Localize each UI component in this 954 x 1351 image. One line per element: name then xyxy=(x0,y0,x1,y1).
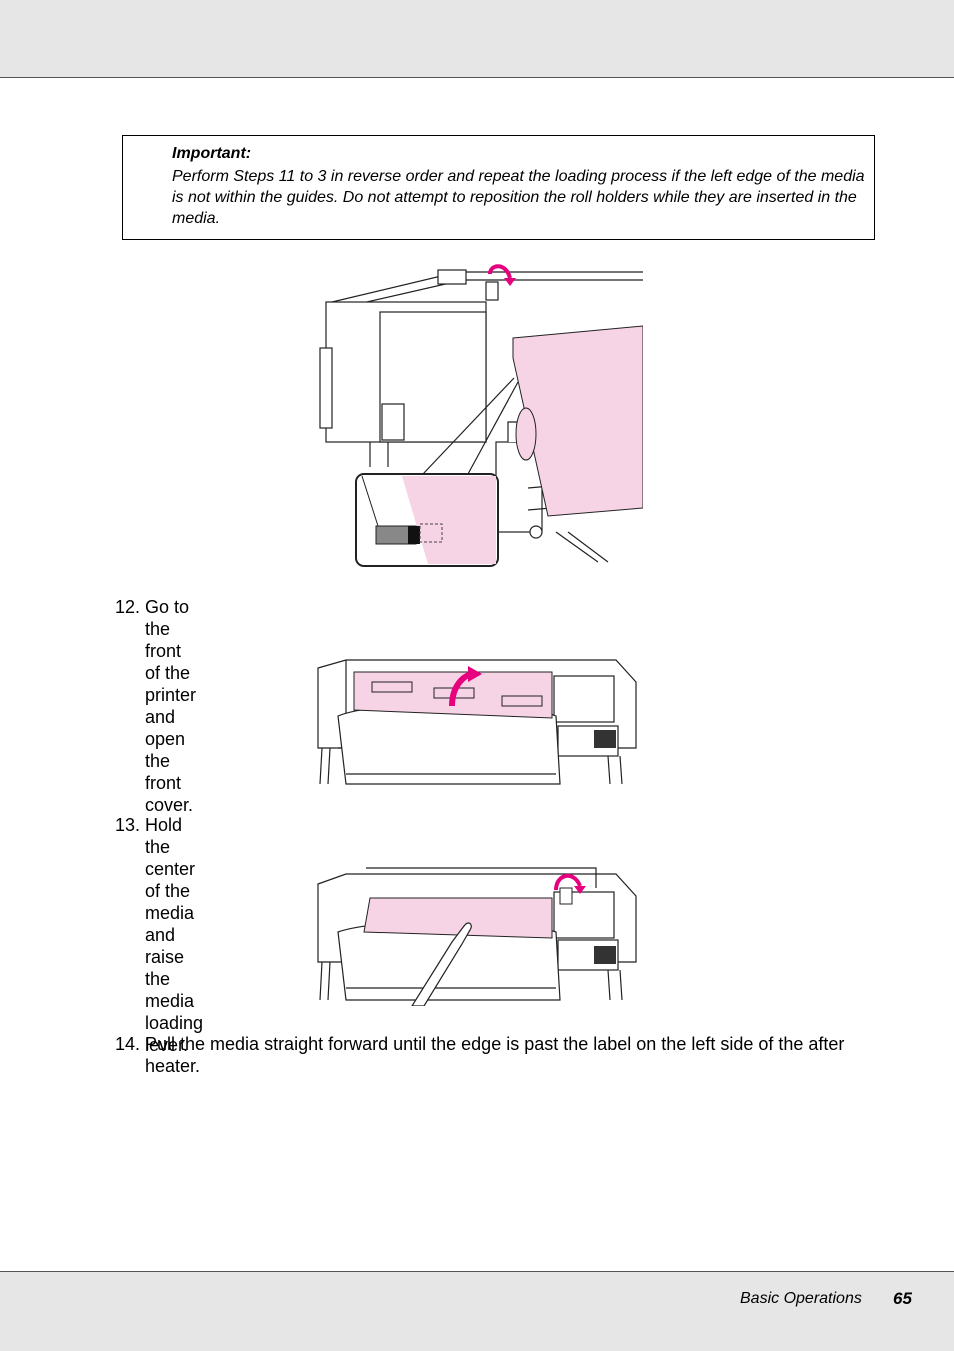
footer-band xyxy=(0,1271,954,1351)
step-14: 14. Pull the media straight forward unti… xyxy=(115,1033,885,1079)
step-number: 12. xyxy=(115,597,141,617)
notice-body: Perform Steps 11 to 3 in reverse order a… xyxy=(172,168,865,227)
step-text: Hold the center of the media and raise t… xyxy=(145,815,204,1055)
footer-section-title: Basic Operations xyxy=(740,1290,862,1307)
open-front-cover-illustration xyxy=(317,659,637,785)
raise-loading-lever-illustration xyxy=(317,867,637,1006)
step-number: 14. xyxy=(115,1034,141,1054)
notice-title: Important: xyxy=(172,145,252,162)
important-notice: Important: Perform Steps 11 to 3 in reve… xyxy=(122,135,875,240)
step-number: 13. xyxy=(115,815,141,835)
step-text: Pull the media straight forward until th… xyxy=(145,1034,845,1076)
step-text: Go to the front of the printer and open … xyxy=(145,597,197,815)
page-number: 65 xyxy=(893,1289,912,1308)
header-band xyxy=(0,0,954,78)
roll-holder-illustration xyxy=(319,264,643,567)
